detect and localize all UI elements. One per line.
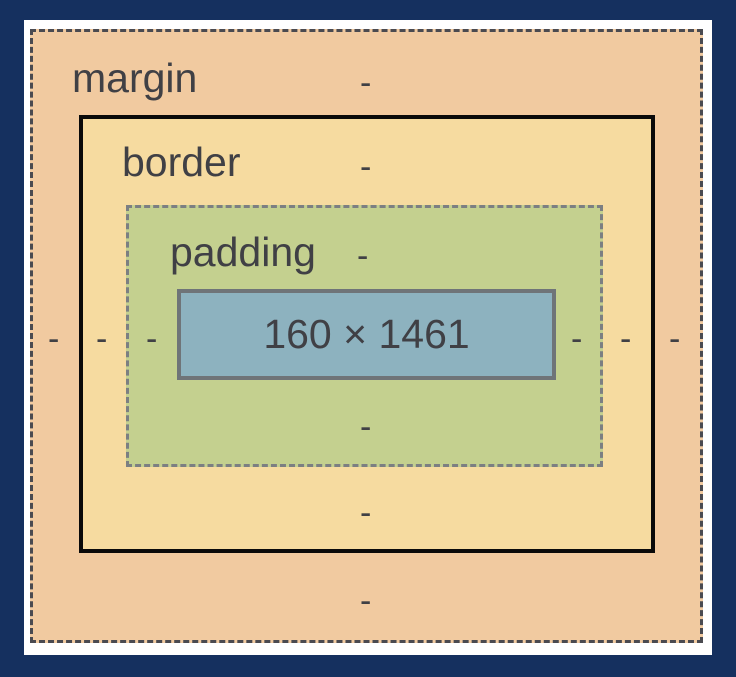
padding-bottom-value[interactable]: - xyxy=(360,408,372,446)
border-left-value[interactable]: - xyxy=(96,320,108,358)
border-top-value[interactable]: - xyxy=(360,148,372,186)
border-right-value[interactable]: - xyxy=(620,320,632,358)
margin-top-value[interactable]: - xyxy=(360,64,372,102)
margin-bottom-value[interactable]: - xyxy=(360,582,372,620)
margin-left-value[interactable]: - xyxy=(48,320,60,358)
padding-left-value[interactable]: - xyxy=(146,320,158,358)
padding-top-value[interactable]: - xyxy=(357,237,369,275)
content-box xyxy=(177,289,556,380)
margin-label: margin xyxy=(72,55,198,101)
padding-label: padding xyxy=(170,229,316,275)
border-label: border xyxy=(122,139,241,185)
border-bottom-value[interactable]: - xyxy=(360,494,372,532)
content-size-value[interactable]: 160 × 1461 xyxy=(263,311,470,357)
margin-right-value[interactable]: - xyxy=(669,320,681,358)
padding-right-value[interactable]: - xyxy=(571,320,583,358)
